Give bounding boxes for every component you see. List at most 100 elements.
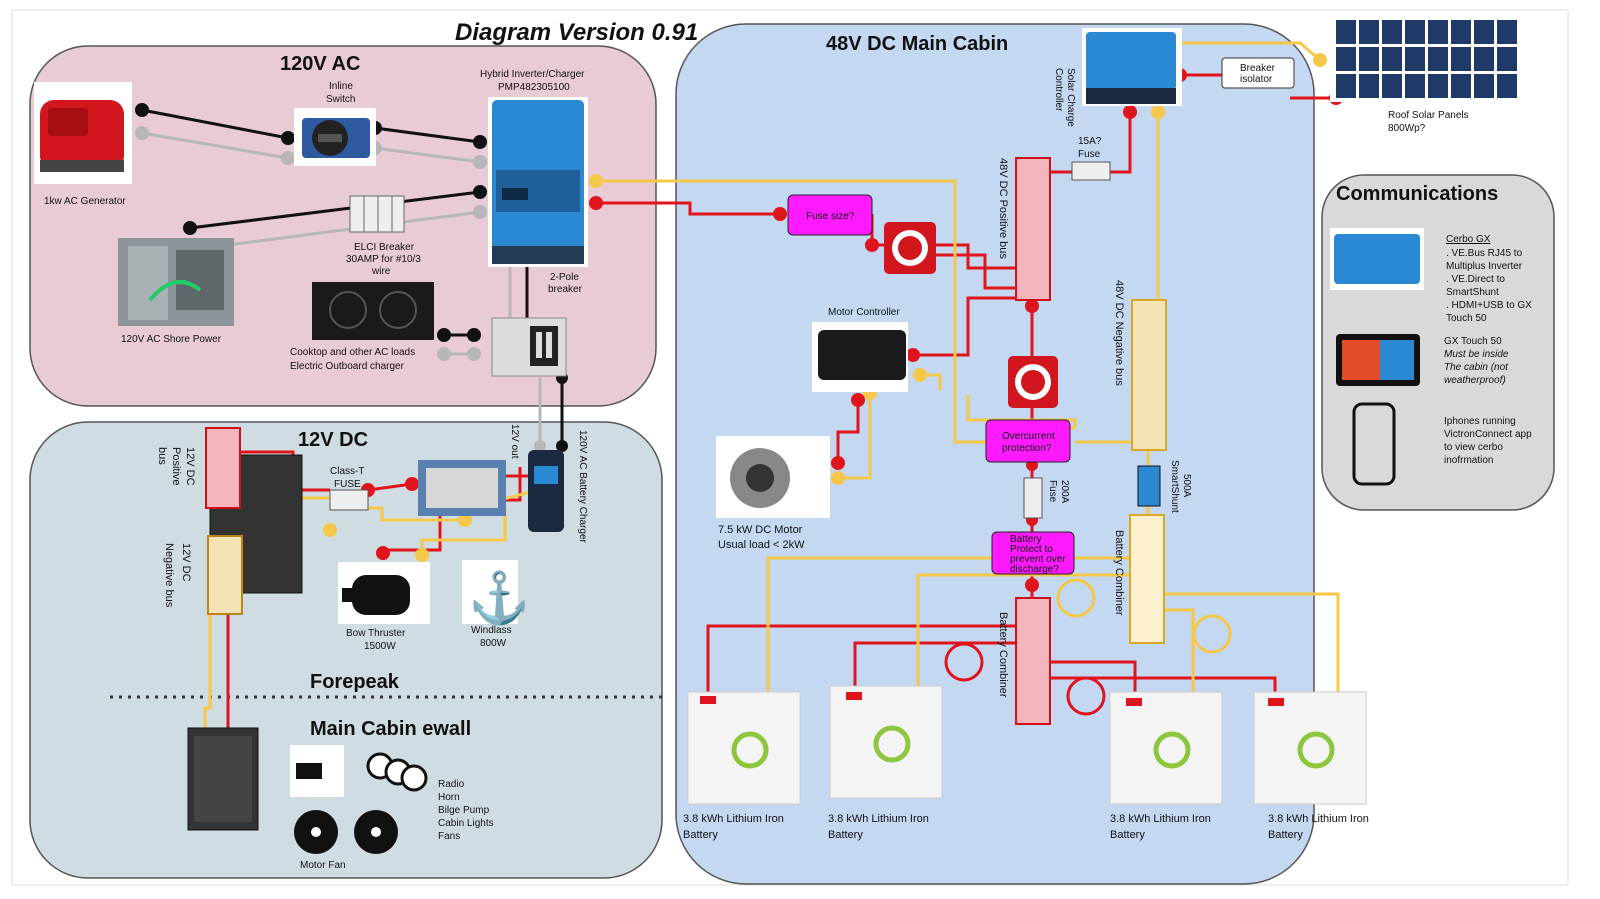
svg-text:12V DC: 12V DC: [184, 447, 196, 486]
svg-text:Protect to: Protect to: [1010, 544, 1053, 555]
ac-generator: 1kw AC Generator: [34, 82, 132, 207]
dc48-negative-bus: [1131, 299, 1167, 451]
elci-breaker: ELCI Breaker 30AMP for #10/3 wire: [346, 195, 421, 277]
solar-cell: [1359, 20, 1379, 44]
svg-text:48V DC Negative bus: 48V DC Negative bus: [1113, 280, 1125, 386]
svg-text:Battery Combiner: Battery Combiner: [1113, 530, 1125, 616]
solar-cell: [1359, 47, 1379, 71]
zone-title-120v-ac: 120V AC: [280, 53, 360, 75]
generator-label: 1kw AC Generator: [44, 196, 126, 207]
solar-cell: [1497, 20, 1517, 44]
solar-cell: [1474, 47, 1494, 71]
svg-text:. HDMI+USB to GX: . HDMI+USB to GX: [1446, 300, 1532, 311]
diagram-title: Diagram Version 0.91: [455, 19, 698, 46]
svg-text:SmartShunt: SmartShunt: [1446, 287, 1499, 298]
cerbo-gx: [1330, 228, 1424, 290]
zone-title-main-cabin-ewall: Main Cabin ewall: [310, 718, 471, 740]
solar-cell: [1405, 47, 1425, 71]
lights-icon: [366, 752, 428, 792]
svg-text:Breaker: Breaker: [1240, 63, 1276, 74]
solar-cell: [1497, 74, 1517, 98]
solar-cell: [1382, 74, 1402, 98]
anchor-icon: ⚓: [468, 569, 530, 626]
cerbo-link[interactable]: Cerbo GX: [1446, 234, 1491, 245]
svg-text:bus: bus: [156, 447, 168, 465]
svg-text:SmartShunt: SmartShunt: [1169, 460, 1180, 513]
breaker-isolator: Breaker isolator: [1221, 57, 1295, 89]
svg-text:Touch 50: Touch 50: [1446, 313, 1487, 324]
svg-text:Motor Controller: Motor Controller: [828, 307, 900, 318]
svg-text:Battery: Battery: [683, 829, 718, 841]
battery-combiner-positive: [1015, 597, 1051, 725]
svg-text:Cooktop and other AC loads: Cooktop and other AC loads: [290, 347, 415, 358]
battery-combiner-negative: [1129, 514, 1165, 644]
solar-cell: [1474, 20, 1494, 44]
ewall-panel: [187, 727, 259, 831]
svg-text:3.8 kWh Lithium Iron: 3.8 kWh Lithium Iron: [683, 813, 784, 825]
svg-text:. VE.Bus RJ45 to: . VE.Bus RJ45 to: [1446, 248, 1523, 259]
solar-controller: [1082, 28, 1182, 106]
iphone-notes: Iphones running VictronConnect app to vi…: [1444, 416, 1532, 466]
solar-cell: [1474, 74, 1494, 98]
class-t-fuse: Class-T FUSE: [329, 466, 369, 511]
svg-text:. VE.Direct to: . VE.Direct to: [1446, 274, 1505, 285]
cerbo-notes: . VE.Bus RJ45 to Multiplus Inverter . VE…: [1446, 248, 1532, 324]
svg-text:Bow Thruster: Bow Thruster: [346, 628, 406, 639]
fuse-15a: 15A? Fuse: [1071, 136, 1111, 181]
battery-1: 3.8 kWh Lithium Iron Battery: [683, 691, 801, 841]
fuse-200a: [1023, 477, 1043, 519]
svg-text:wire: wire: [371, 266, 391, 277]
svg-text:The cabin (not: The cabin (not: [1444, 362, 1509, 373]
svg-text:15A?: 15A?: [1078, 136, 1102, 147]
svg-text:Solar Charge: Solar Charge: [1065, 68, 1076, 127]
gx-touch: [1336, 334, 1420, 386]
solar-cell: [1428, 47, 1448, 71]
svg-text:Battery: Battery: [828, 829, 863, 841]
svg-text:Roof Solar Panels: Roof Solar Panels: [1388, 110, 1469, 121]
zone-title-48v-dc: 48V DC Main Cabin: [826, 33, 1008, 55]
smartshunt: [1137, 465, 1161, 507]
svg-text:3.8 kWh Lithium Iron: 3.8 kWh Lithium Iron: [828, 813, 929, 825]
svg-text:Class-T: Class-T: [330, 466, 364, 477]
dc48-positive-bus: [1015, 157, 1051, 301]
battery-2: 3.8 kWh Lithium Iron Battery: [828, 685, 943, 841]
svg-text:Motor Fan: Motor Fan: [300, 860, 346, 871]
svg-text:3.8 kWh Lithium Iron: 3.8 kWh Lithium Iron: [1110, 813, 1211, 825]
svg-text:Cabin Lights: Cabin Lights: [438, 818, 494, 829]
svg-text:Battery: Battery: [1268, 829, 1303, 841]
cooktop: Cooktop and other AC loads Electric Outb…: [290, 282, 434, 372]
svg-text:Bilge Pump: Bilge Pump: [438, 805, 490, 816]
svg-text:Must be inside: Must be inside: [1444, 349, 1509, 360]
radio-icon: [290, 745, 344, 797]
svg-text:weatherproof): weatherproof): [1444, 375, 1506, 386]
shore-power: 120V AC Shore Power: [118, 238, 234, 345]
svg-text:200A: 200A: [1059, 480, 1070, 504]
svg-text:800Wp?: 800Wp?: [1388, 123, 1426, 134]
svg-text:Usual load < 2kW: Usual load < 2kW: [718, 539, 805, 551]
overcurrent-box: Overcurrent protection?: [985, 419, 1071, 463]
svg-text:GX Touch 50: GX Touch 50: [1444, 336, 1502, 347]
loop-markers: [944, 578, 1232, 716]
svg-text:VictronConnect app: VictronConnect app: [1444, 429, 1532, 440]
solar-cell: [1336, 74, 1356, 98]
12v-battery: [418, 460, 506, 516]
svg-text:120V AC Shore Power: 120V AC Shore Power: [121, 334, 222, 345]
svg-text:Fuse: Fuse: [1078, 149, 1101, 160]
svg-text:breaker: breaker: [548, 284, 583, 295]
iphone-icon: [1352, 402, 1396, 486]
svg-text:Multiplus Inverter: Multiplus Inverter: [1446, 261, 1523, 272]
two-pole-breaker: 2-Pole breaker: [491, 272, 583, 377]
svg-text:Fans: Fans: [438, 831, 460, 842]
svg-text:12V DC: 12V DC: [180, 543, 192, 582]
battery-4: 3.8 kWh Lithium Iron Battery: [1253, 691, 1369, 841]
battery-switch-upper: [884, 222, 936, 274]
svg-text:Hybrid Inverter/Charger: Hybrid Inverter/Charger: [480, 69, 585, 80]
roof-solar-panels: Roof Solar Panels 800Wp?: [1330, 14, 1524, 134]
svg-text:FUSE: FUSE: [334, 479, 361, 490]
battery-protect-box: Battery Protect to prevent over discharg…: [991, 531, 1075, 575]
zone-title-communications: Communications: [1336, 183, 1498, 205]
svg-text:500A: 500A: [1181, 474, 1192, 498]
svg-text:prevent over: prevent over: [1010, 554, 1066, 565]
